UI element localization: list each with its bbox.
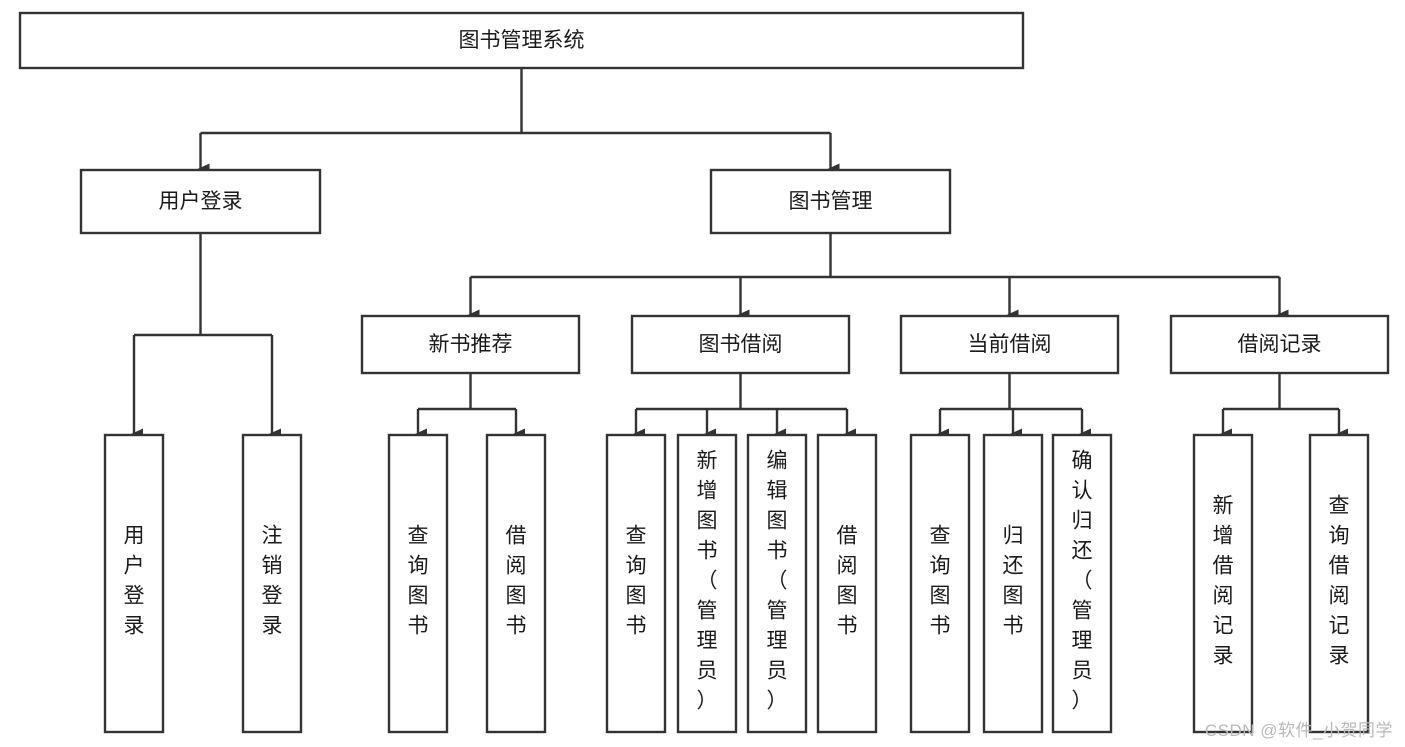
node-leaf-confirm-return-admin[interactable]: 确认归还（管理员） — [1051, 433, 1113, 734]
node-root[interactable]: 图书管理系统 — [18, 11, 1025, 70]
node-leaf-add-borrow-record-rect[interactable] — [1192, 433, 1254, 734]
node-user-login[interactable]: 用户登录 — [79, 168, 322, 235]
node-leaf-borrow-book-2-label: 借阅图书 — [837, 525, 858, 638]
node-new-book-recommend[interactable]: 新书推荐 — [360, 314, 581, 375]
node-leaf-query-borrow-record-label: 查询借阅记录 — [1329, 495, 1350, 668]
node-leaf-borrow-book-2-rect[interactable] — [816, 433, 878, 734]
node-leaf-borrow-book-1[interactable]: 借阅图书 — [485, 433, 547, 734]
node-leaf-user-login-rect[interactable] — [103, 433, 165, 734]
node-current-borrow-label: 当前借阅 — [968, 333, 1052, 356]
node-leaf-user-login[interactable]: 用户登录 — [103, 433, 165, 734]
node-leaf-query-book-1[interactable]: 查询图书 — [387, 433, 449, 734]
node-leaf-query-book-3-label: 查询图书 — [930, 525, 951, 638]
node-leaf-query-book-2-rect[interactable] — [605, 433, 667, 734]
node-user-login-label: 用户登录 — [159, 190, 243, 213]
connector-lines — [131, 68, 1348, 440]
node-book-borrow-label: 图书借阅 — [699, 333, 783, 356]
node-book-manage-rect[interactable] — [709, 168, 952, 235]
node-book-manage-label: 图书管理 — [789, 190, 873, 213]
node-leaf-user-login-label: 用户登录 — [124, 525, 145, 638]
node-leaf-return-book[interactable]: 归还图书 — [982, 433, 1044, 734]
node-leaf-edit-book-admin[interactable]: 编辑图书（管理员） — [746, 433, 808, 734]
node-leaf-add-book-admin[interactable]: 新增图书（管理员） — [676, 433, 738, 734]
node-leaf-logout-login[interactable]: 注销登录 — [241, 433, 303, 734]
node-leaf-add-borrow-record[interactable]: 新增借阅记录 — [1192, 433, 1254, 734]
node-leaf-borrow-book-2[interactable]: 借阅图书 — [816, 433, 878, 734]
node-borrow-record[interactable]: 借阅记录 — [1169, 314, 1390, 375]
node-borrow-record-rect[interactable] — [1169, 314, 1390, 375]
node-leaf-confirm-return-admin-label: 确认归还（管理员） — [1072, 450, 1093, 713]
node-leaf-borrow-book-1-rect[interactable] — [485, 433, 547, 734]
node-book-borrow[interactable]: 图书借阅 — [630, 314, 851, 375]
node-boxes: 图书管理系统用户登录图书管理新书推荐图书借阅当前借阅借阅记录用户登录注销登录查询… — [18, 11, 1390, 734]
node-current-borrow-rect[interactable] — [899, 314, 1120, 375]
watermark-text: CSDN @软件_小贺同学 — [1204, 721, 1393, 740]
node-current-borrow[interactable]: 当前借阅 — [899, 314, 1120, 375]
node-leaf-query-borrow-record-rect[interactable] — [1308, 433, 1370, 734]
node-leaf-return-book-label: 归还图书 — [1003, 525, 1024, 638]
node-leaf-confirm-return-admin-rect[interactable] — [1051, 433, 1113, 734]
node-leaf-edit-book-admin-rect[interactable] — [746, 433, 808, 734]
node-user-login-rect[interactable] — [79, 168, 322, 235]
node-borrow-record-label: 借阅记录 — [1238, 333, 1322, 356]
node-book-manage[interactable]: 图书管理 — [709, 168, 952, 235]
node-new-book-recommend-label: 新书推荐 — [429, 333, 513, 356]
node-leaf-query-book-3-rect[interactable] — [909, 433, 971, 734]
node-leaf-logout-login-rect[interactable] — [241, 433, 303, 734]
node-root-label: 图书管理系统 — [459, 29, 585, 52]
node-leaf-query-book-3[interactable]: 查询图书 — [909, 433, 971, 734]
node-leaf-add-book-admin-label: 新增图书（管理员） — [697, 450, 718, 713]
node-leaf-edit-book-admin-label: 编辑图书（管理员） — [767, 450, 788, 713]
node-new-book-recommend-rect[interactable] — [360, 314, 581, 375]
node-leaf-return-book-rect[interactable] — [982, 433, 1044, 734]
node-leaf-query-book-2[interactable]: 查询图书 — [605, 433, 667, 734]
node-leaf-query-borrow-record[interactable]: 查询借阅记录 — [1308, 433, 1370, 734]
node-leaf-add-borrow-record-label: 新增借阅记录 — [1213, 495, 1234, 668]
node-leaf-borrow-book-1-label: 借阅图书 — [506, 525, 527, 638]
node-leaf-add-book-admin-rect[interactable] — [676, 433, 738, 734]
node-root-rect[interactable] — [18, 11, 1025, 70]
node-leaf-query-book-1-label: 查询图书 — [408, 525, 429, 638]
node-leaf-query-book-1-rect[interactable] — [387, 433, 449, 734]
node-leaf-query-book-2-label: 查询图书 — [626, 525, 647, 638]
node-book-borrow-rect[interactable] — [630, 314, 851, 375]
node-leaf-logout-login-label: 注销登录 — [262, 525, 283, 638]
